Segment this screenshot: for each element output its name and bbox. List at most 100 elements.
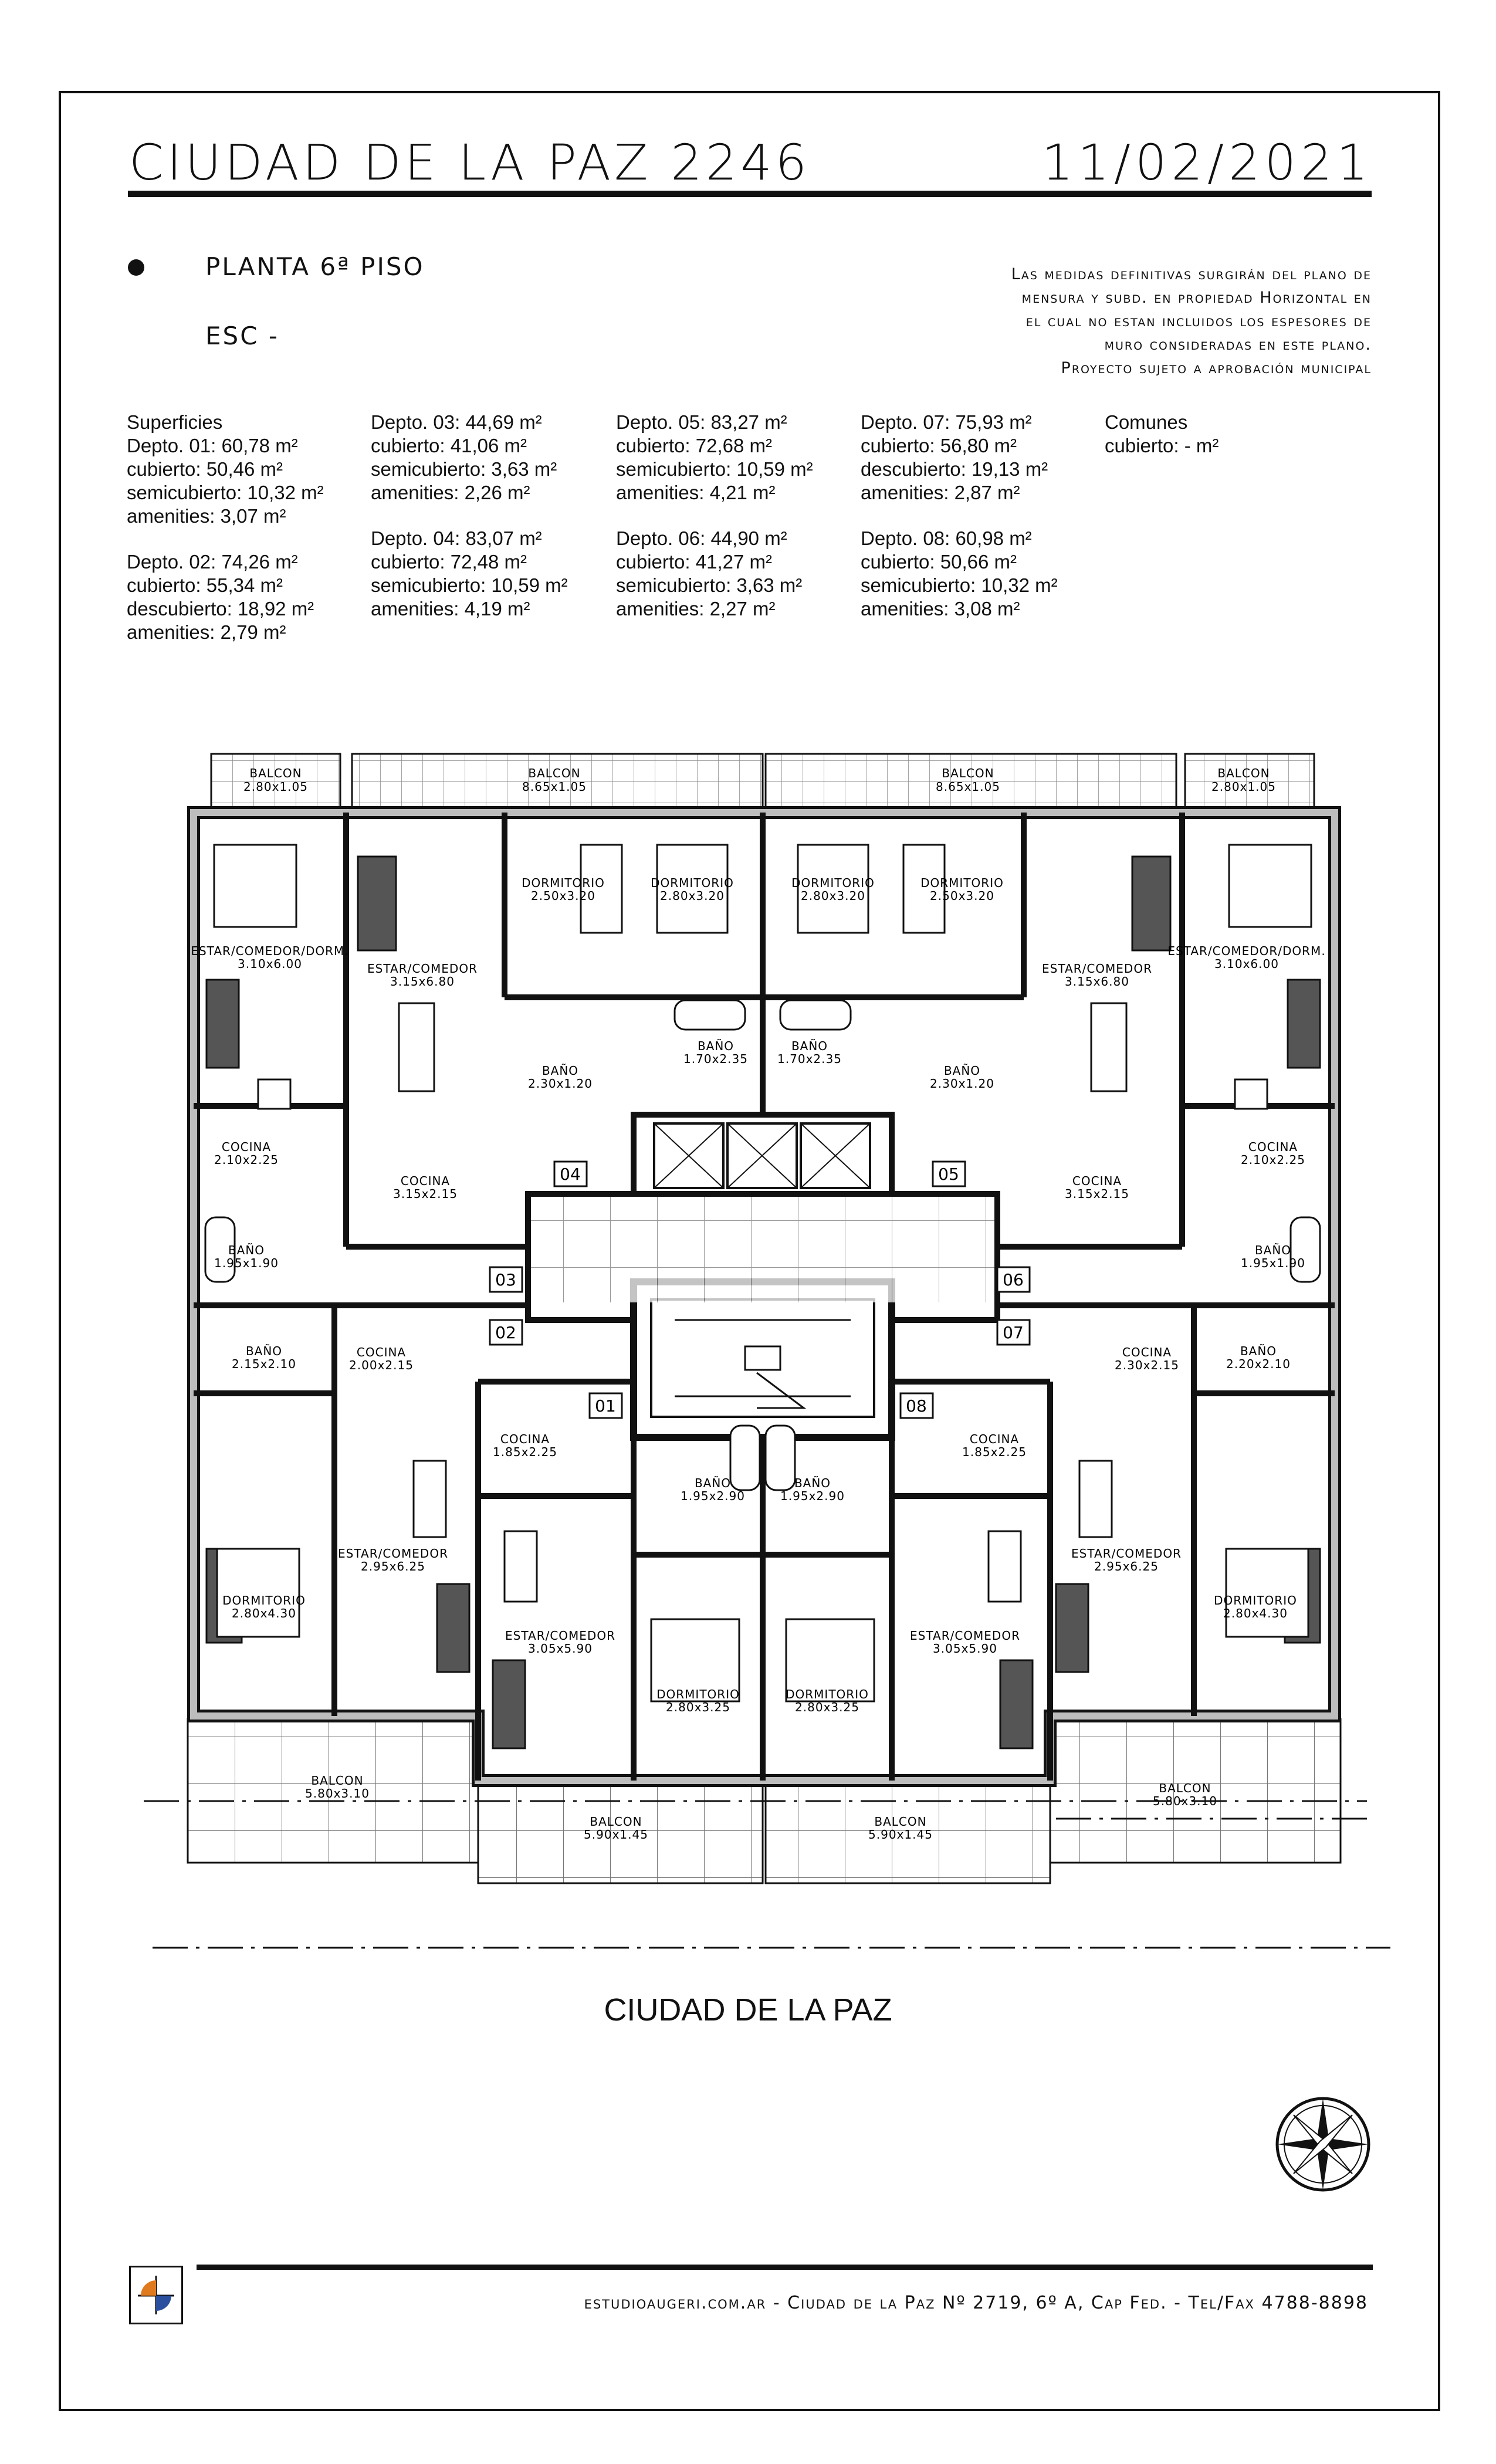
room-dim: 1.95x1.90: [214, 1256, 279, 1270]
surface-line: amenities: 2,26 m²: [371, 482, 530, 503]
room-dim: 2.80x4.30: [1223, 1606, 1288, 1620]
room-dim: 3.05x5.90: [933, 1641, 997, 1656]
room-name: BAÑO: [695, 1476, 731, 1490]
surface-line: amenities: 4,19 m²: [371, 598, 530, 620]
unit-tag-label: 05: [938, 1165, 959, 1184]
scale-label: ESC -: [205, 321, 280, 350]
surface-line: cubierto: 55,34 m²: [127, 574, 283, 596]
surface-line: semicubierto: 3,63 m²: [371, 458, 557, 480]
plan-caption: CIUDAD DE LA PAZ: [604, 1992, 892, 2028]
room-dim: 3.15x6.80: [390, 974, 455, 989]
room-dim: 3.10x6.00: [1214, 957, 1279, 971]
unit-tag: 02: [489, 1319, 523, 1346]
room-dim: 2.95x6.25: [361, 1559, 425, 1573]
room-dim: 5.80x3.10: [305, 1786, 370, 1800]
room-name: BAÑO: [1255, 1243, 1291, 1257]
room-dim: 2.80x3.25: [795, 1700, 859, 1714]
studio-logo: [129, 2266, 183, 2324]
room-dim: 2.30x2.15: [1115, 1358, 1179, 1372]
surface-line: amenities: 2,79 m²: [127, 621, 286, 643]
room-name: ESTAR/COMEDOR: [367, 962, 478, 976]
surface-line: Depto. 02: 74,26 m²: [127, 551, 298, 573]
surface-line: amenities: 2,87 m²: [861, 482, 1020, 503]
room-dim: 2.80x4.30: [232, 1606, 296, 1620]
room-name: BALCON: [874, 1815, 926, 1829]
room-dim: 2.30x1.20: [528, 1077, 593, 1091]
unit-tag-label: 03: [495, 1270, 516, 1289]
room-name: BALCON: [528, 766, 580, 780]
room-name: BAÑO: [698, 1039, 734, 1053]
stair-core: [650, 1298, 875, 1418]
room-name: DORMITORIO: [522, 876, 605, 890]
surface-line: cubierto: - m²: [1105, 435, 1219, 456]
elevators: [653, 1122, 871, 1189]
room-name: BALCON: [1159, 1781, 1211, 1795]
unit-tag: 01: [588, 1392, 623, 1419]
surface-line: semicubierto: 3,63 m²: [616, 574, 803, 596]
room-dim: 1.70x2.35: [777, 1052, 842, 1066]
room-dim: 2.50x3.20: [930, 889, 994, 903]
balcony-bottom: [477, 1776, 764, 1884]
surface-line: amenities: 3,07 m²: [127, 505, 286, 527]
room-name: ESTAR/COMEDOR: [338, 1546, 448, 1561]
plan-level-label: PLANTA 6ª PISO: [205, 252, 425, 281]
unit-tag: 04: [553, 1160, 588, 1187]
room-name: DORMITORIO: [656, 1687, 740, 1701]
sheet-frame: [59, 91, 1440, 2411]
notice-line: Las medidas definitivas surgirán del pla…: [1011, 265, 1372, 283]
room-dim: 2.10x2.25: [214, 1153, 279, 1167]
surfaces-col-2: Depto. 03: 44,69 m² cubierto: 41,06 m² s…: [371, 411, 568, 643]
room-dim: 1.95x2.90: [780, 1489, 845, 1503]
notice-line: mensura y subd. en propiedad Horizontal …: [1021, 289, 1372, 307]
room-dim: 2.20x2.10: [1226, 1357, 1291, 1371]
surface-line: semicubierto: 10,32 m²: [127, 482, 324, 503]
room-name: BAÑO: [794, 1476, 831, 1490]
surfaces-col-5: Comunes cubierto: - m²: [1105, 411, 1219, 480]
room-name: DORMITORIO: [222, 1593, 306, 1607]
surface-line: semicubierto: 10,32 m²: [861, 574, 1058, 596]
room-name: DORMITORIO: [1214, 1593, 1297, 1607]
surface-line: semicubierto: 10,59 m²: [371, 574, 568, 596]
room-dim: 3.10x6.00: [238, 957, 302, 971]
hall-floor: [531, 1197, 994, 1302]
surface-block: Depto. 05: 83,27 m² cubierto: 72,68 m² s…: [616, 411, 813, 505]
room-dim: 1.85x2.25: [962, 1445, 1027, 1459]
surface-block: Depto. 08: 60,98 m² cubierto: 50,66 m² s…: [861, 527, 1058, 621]
unit-tag-label: 01: [595, 1396, 616, 1416]
room-name: COCINA: [1122, 1345, 1172, 1359]
room-dim: 3.15x2.15: [1065, 1187, 1129, 1201]
balcony-top: [1184, 753, 1315, 809]
sheet-date: 11/02/2021: [1041, 134, 1373, 191]
unit-tag: 08: [899, 1392, 934, 1419]
footer-rule: [197, 2265, 1373, 2270]
room-name: BAÑO: [791, 1039, 828, 1053]
room-name: ESTAR/COMEDOR: [1071, 1546, 1182, 1561]
balconies-top: [210, 753, 1315, 809]
surface-block: Depto. 06: 44,90 m² cubierto: 41,27 m² s…: [616, 527, 813, 621]
unit-tag-label: 07: [1003, 1323, 1024, 1342]
footer-contact: estudioaugeri.com.ar - Ciudad de la Paz …: [584, 2293, 1368, 2313]
surface-line: amenities: 4,21 m²: [616, 482, 776, 503]
surface-line: cubierto: 72,48 m²: [371, 551, 527, 573]
room-dim: 8.65x1.05: [936, 780, 1000, 794]
room-dim: 2.30x1.20: [930, 1077, 994, 1091]
room-dim: 1.95x2.90: [681, 1489, 745, 1503]
